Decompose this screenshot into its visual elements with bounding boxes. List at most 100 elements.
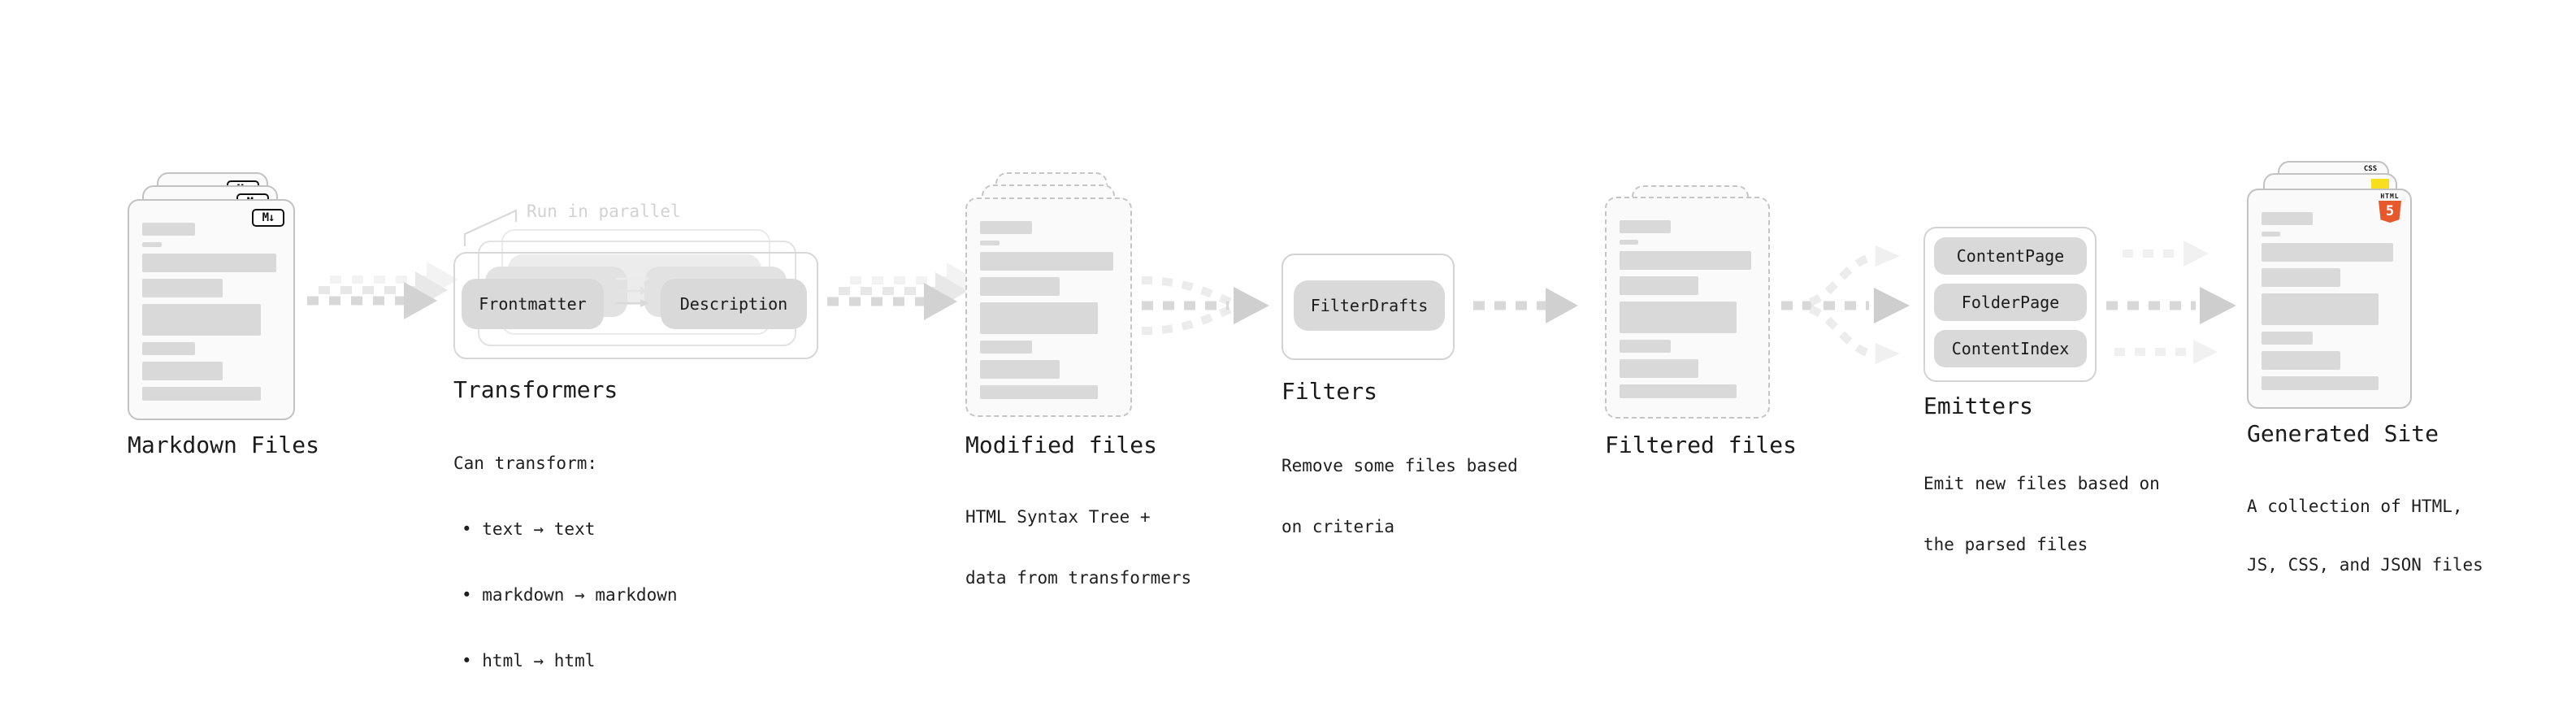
flow-arrow-icon [827,263,978,320]
stage-description: HTML Syntax Tree + data from transformer… [965,466,1191,629]
placeholder-bar [142,242,162,247]
flow-arrow-icon [307,262,458,319]
placeholder-bar [980,241,1000,245]
placeholder-bar [142,304,262,336]
html5-icon-label: HTML [2380,193,2400,200]
description-line: Emit new files based on [1923,474,2160,493]
arrowhead [1876,343,1900,364]
js-icon [2371,179,2389,189]
description-line: • text → text [462,519,596,539]
description-line: HTML Syntax Tree + [965,507,1151,527]
css-icon-label: CSS [2363,165,2378,173]
doc-content-placeholder [1620,220,1755,405]
arrowhead [1546,288,1578,323]
html5-icon: HTML 5 [2379,193,2401,223]
transformer-pill-frontmatter: Frontmatter [462,279,604,329]
placeholder-bar [2262,351,2340,370]
placeholder-bar [142,342,195,355]
placeholder-bar [1620,220,1672,233]
flow-arrow-main [2106,287,2236,324]
description-line: A collection of HTML, [2247,497,2463,516]
file-card: HTML 5 [2247,189,2412,409]
merge-branch-top [1141,276,1235,307]
emitter-pill-contentindex: ContentIndex [1934,330,2087,367]
emitter-pill-contentpage: ContentPage [1934,237,2087,275]
stage-title: Modified files [965,432,1158,458]
file-card-dashed [1605,197,1770,419]
placeholder-bar [2262,243,2393,262]
file-card-dashed [965,197,1132,417]
flow-arrow-light [2114,340,2218,364]
placeholder-bar [2262,232,2281,236]
html5-icon-shield: 5 [2379,201,2401,223]
placeholder-bar [980,221,1033,234]
description-line: the parsed files [1923,535,2088,554]
stage-title: Transformers [453,376,618,403]
placeholder-bar [1620,251,1751,270]
stage-description: Can transform: • text → text • markdown … [453,409,678,716]
mini-arrow [615,299,649,307]
placeholder-bar [2262,293,2379,325]
stage-title: Generated Site [2247,420,2439,447]
stage-description: Emit new files based on the parsed files [1923,433,2160,596]
flow-arrow-light [2123,241,2209,267]
placeholder-bar [142,362,223,380]
placeholder-bar [1620,340,1672,353]
mini-arrow [615,275,649,283]
description-line: • markdown → markdown [462,585,678,605]
mini-arrow [615,287,649,295]
placeholder-bar [142,223,195,236]
callout-line [463,209,518,246]
description-line: data from transformers [965,568,1192,588]
flow-arrow-front [827,283,957,320]
merge-arrow-icon [1141,276,1269,335]
split-branch-bottom [1808,305,1874,358]
placeholder-bar [142,279,223,297]
description-line: on criteria [1281,517,1395,536]
transformer-layer-box [453,252,818,359]
split-branch-top [1808,253,1874,306]
stage-description: Remove some files based on criteria [1281,415,1518,578]
pipeline-diagram: M↓ M↓ M↓ Markdown Files [128,161,2483,670]
emitter-pill-folderpage: FolderPage [1934,284,2087,321]
placeholder-bar [980,277,1060,296]
doc-content-placeholder [980,221,1117,406]
doc-content-placeholder [142,223,280,407]
description-line: JS, CSS, and JSON files [2247,555,2483,575]
placeholder-bar [142,254,276,272]
flow-arrow-front [307,282,437,319]
parallel-arrows-icon [615,275,649,307]
filter-pill-filterdrafts: FilterDrafts [1294,280,1445,331]
placeholder-bar [980,341,1033,354]
placeholder-bar [2262,376,2379,390]
placeholder-bar [1620,276,1698,295]
flow-arrow-icon [1473,288,1578,323]
merge-branch-bottom [1141,304,1235,335]
stage-title: Markdown Files [128,432,320,458]
placeholder-bar [1620,240,1639,245]
description-line: Can transform: [453,453,598,473]
split-arrow-icon [1781,245,1910,364]
placeholder-bar [2262,268,2340,287]
file-card: M↓ [128,199,295,420]
placeholder-bar [980,385,1099,399]
placeholder-bar [1620,359,1698,378]
arrowhead [1874,288,1910,323]
stage-title: Emitters [1923,393,2033,419]
placeholder-bar [2262,332,2314,345]
placeholder-bar [980,302,1099,334]
placeholder-bar [1620,384,1737,398]
markdown-icon: M↓ [252,209,284,227]
placeholder-bar [142,387,262,401]
placeholder-bar [1620,302,1737,333]
arrowhead [1876,245,1900,267]
placeholder-bar [980,252,1113,271]
transformer-pill-description: Description [661,279,807,329]
stage-title: Filtered files [1605,432,1798,458]
doc-content-placeholder [2262,212,2397,397]
placeholder-bar [980,360,1060,379]
flow-arrow-icon [2106,241,2236,364]
arrowhead [1234,287,1269,324]
description-line: Remove some files based [1281,456,1518,475]
stage-title: Filters [1281,378,1378,405]
